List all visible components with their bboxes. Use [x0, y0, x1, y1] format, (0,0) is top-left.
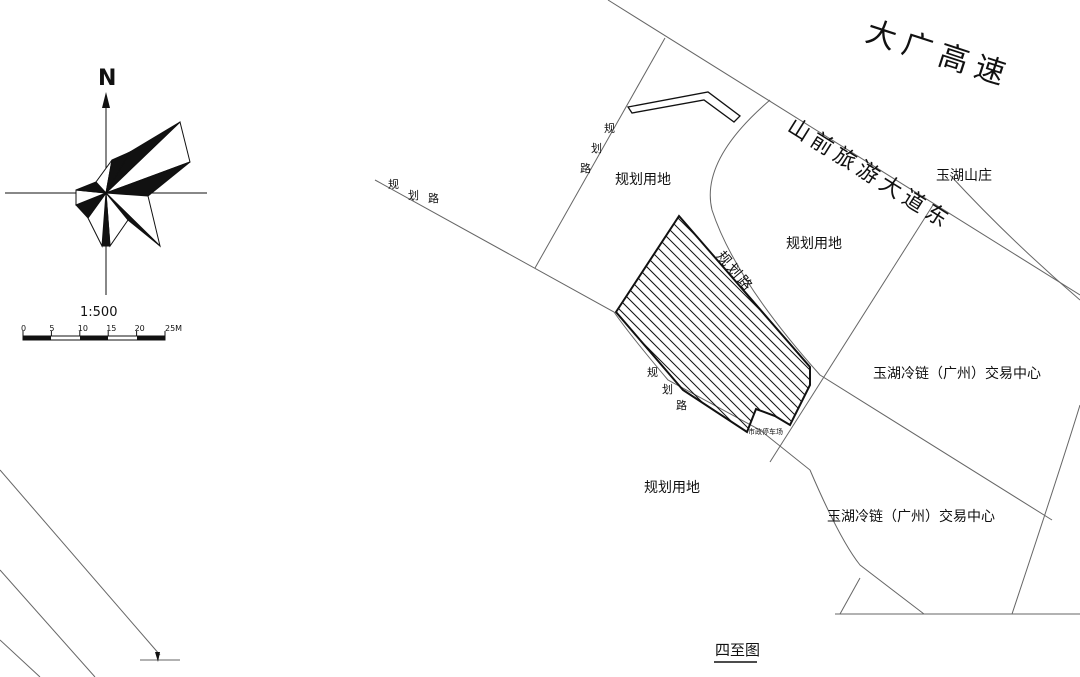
hatch-line [616, 216, 810, 432]
hatch-line [616, 216, 810, 432]
main-road-label: 山前旅游大道东 [783, 114, 957, 235]
land-label-b: 规划用地 [786, 236, 842, 252]
road-north-west [534, 37, 666, 269]
trade-center-label-2: 玉湖冷链（广州）交易中心 [827, 508, 995, 525]
hatch-line [616, 216, 621, 432]
hatch-line [616, 216, 810, 432]
hatch-line [616, 216, 671, 432]
site-boundary [614, 214, 811, 434]
marker-triangle [155, 652, 160, 662]
hatch-line [616, 216, 810, 432]
road-south-char-3: 路 [676, 399, 687, 412]
bottom-road [839, 577, 861, 615]
figure-title: 四至图 [715, 641, 760, 659]
site-hatching [100, 100, 810, 600]
building-outline [626, 91, 741, 123]
hatch-line [616, 216, 771, 432]
hatch-line [100, 100, 600, 600]
lower-left-line-1 [0, 469, 161, 656]
north-arrow: N [5, 66, 207, 295]
land-label-c: 规划用地 [644, 480, 700, 496]
hatch-line [616, 216, 810, 432]
hatch-line [616, 216, 781, 432]
hatch-line [616, 216, 810, 432]
hatch-line [616, 216, 631, 432]
hatch-line [616, 216, 810, 432]
lower-left-line-3 [0, 639, 41, 677]
north-arrow-head [102, 92, 110, 108]
hatch-line [110, 100, 610, 600]
trade-center-label-1: 玉湖冷链（广州）交易中心 [873, 365, 1041, 382]
hatch-line [616, 216, 681, 432]
hatch-line [616, 216, 641, 432]
lower-left-line-2 [0, 569, 96, 677]
main-road-edge [607, 0, 1080, 296]
wind-rose-icon [75, 121, 191, 248]
yuhu-shanzhuang-label: 玉湖山庄 [936, 167, 992, 184]
hatch-line [616, 216, 810, 432]
scale-tick-label: 20 [135, 324, 145, 333]
curved-planned-road [709, 99, 1053, 521]
road-south-char-1: 规 [647, 365, 658, 379]
hatch-line [616, 216, 810, 432]
scale-bar [22, 335, 166, 341]
hatch-line [616, 216, 810, 432]
road-east-connector [769, 204, 934, 463]
land-label-a: 规划用地 [615, 172, 671, 188]
hatch-line [616, 216, 810, 432]
hatch-line [616, 216, 810, 432]
hatch-line [616, 216, 761, 432]
road-north-char-3: 路 [580, 162, 591, 175]
right-curve [949, 174, 1080, 301]
hatch-line [616, 216, 810, 432]
hatch-line [616, 216, 810, 432]
road-north-char-1: 规 [604, 121, 615, 135]
highway-label: 大广高速 [862, 14, 1017, 94]
road-south-char-2: 划 [662, 383, 673, 396]
scale-tick-label: 10 [78, 324, 88, 333]
hatch-line [616, 216, 810, 432]
hatch-line [616, 216, 801, 432]
planned-road-west [374, 179, 925, 615]
north-label: N [98, 66, 116, 91]
hatch-line [616, 216, 810, 432]
parking-label: 市政停车场 [748, 427, 783, 436]
scale-tick-label: 25M [165, 324, 182, 333]
road-east-label: 规划路 [713, 248, 756, 295]
road-west-char-2: 划 [408, 189, 419, 202]
hatch-line [616, 216, 810, 432]
hatch-line [616, 216, 651, 432]
scale-ratio: 1:500 [80, 305, 117, 320]
scale-tick-label: 0 [21, 324, 26, 333]
hatch-line [616, 216, 810, 432]
hatch-line [616, 216, 791, 432]
hatch-line [616, 216, 661, 432]
hatch-line [616, 216, 810, 432]
hatch-line [616, 216, 810, 432]
road-west-char-3: 路 [428, 192, 439, 205]
hatch-line [616, 216, 810, 432]
road-north-char-2: 划 [591, 142, 602, 155]
scale-ticks: 0 5 10 15 20 25M [21, 324, 182, 336]
scale-tick-label: 15 [106, 324, 116, 333]
right-vertical-road [1011, 404, 1080, 615]
scale-tick-label: 5 [49, 324, 54, 333]
road-west-char-1: 规 [388, 177, 399, 191]
hatch-line [616, 216, 751, 432]
hatch-line [616, 216, 810, 432]
